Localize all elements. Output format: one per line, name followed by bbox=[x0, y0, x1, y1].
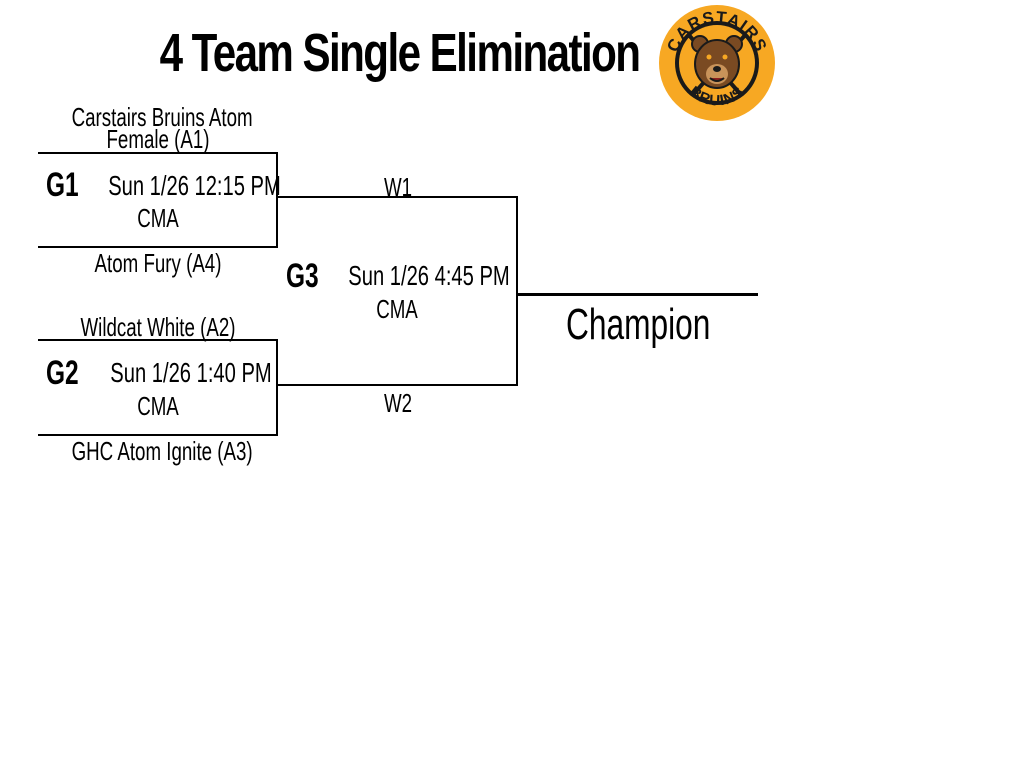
g1-team-top: Carstairs Bruins Atom Female (A1) bbox=[71, 102, 253, 154]
g3-venue: CMA bbox=[376, 294, 418, 324]
g2-team-top: Wildcat White (A2) bbox=[80, 312, 236, 342]
carstairs-bruins-logo: CARSTAIRS BRUINS bbox=[658, 4, 776, 122]
g1-right-line bbox=[276, 152, 278, 248]
g3-datetime: Sun 1/26 4:45 PM bbox=[348, 260, 510, 291]
g2-right-line bbox=[276, 339, 278, 436]
g3-bottom-label: W2 bbox=[383, 388, 413, 418]
g2-datetime: Sun 1/26 1:40 PM bbox=[110, 357, 272, 388]
g3-bottom-line bbox=[276, 384, 518, 386]
g1-venue: CMA bbox=[137, 203, 179, 233]
g1-game-id: G1 bbox=[46, 166, 79, 204]
g2-venue: CMA bbox=[137, 391, 179, 421]
g3-top-label: W1 bbox=[383, 172, 413, 202]
g2-team-bottom: GHC Atom Ignite (A3) bbox=[71, 436, 253, 466]
g2-top-line bbox=[38, 339, 278, 341]
g1-bottom-line bbox=[38, 246, 278, 248]
g1-team-top-line1: Carstairs Bruins Atom bbox=[71, 102, 253, 132]
g2-bottom-line bbox=[38, 434, 278, 436]
g2-game-id: G2 bbox=[46, 354, 79, 392]
g1-team-top-line2: Female (A1) bbox=[106, 124, 210, 154]
champion-line bbox=[516, 293, 758, 296]
g1-top-line bbox=[38, 152, 278, 154]
g3-right-line bbox=[516, 196, 518, 386]
g1-datetime: Sun 1/26 12:15 PM bbox=[108, 170, 281, 201]
champion-label: Champion bbox=[566, 300, 711, 349]
bear-logo-icon: CARSTAIRS BRUINS bbox=[659, 5, 775, 121]
g1-team-bottom: Atom Fury (A4) bbox=[94, 248, 222, 278]
page-title: 4 Team Single Elimination bbox=[159, 23, 641, 83]
g3-game-id: G3 bbox=[286, 257, 319, 295]
g3-top-line bbox=[276, 196, 518, 198]
